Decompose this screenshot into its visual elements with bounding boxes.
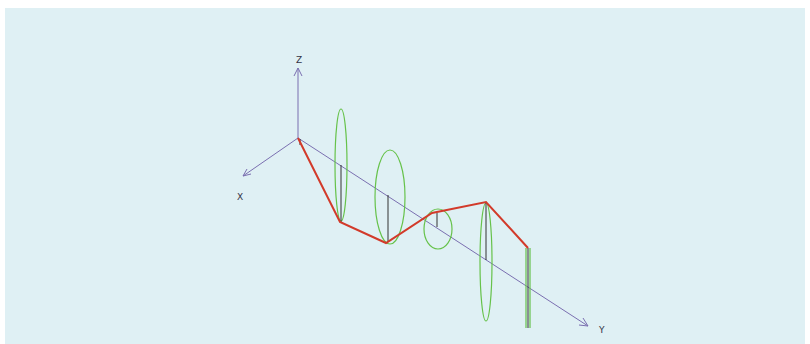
ordinates xyxy=(300,139,528,328)
axis-label: Z xyxy=(296,56,302,65)
axis-label: Y xyxy=(599,326,605,335)
deflection-line xyxy=(298,138,528,248)
axes xyxy=(243,68,588,326)
plot-ground xyxy=(5,8,805,344)
axis-label: X xyxy=(237,193,243,202)
